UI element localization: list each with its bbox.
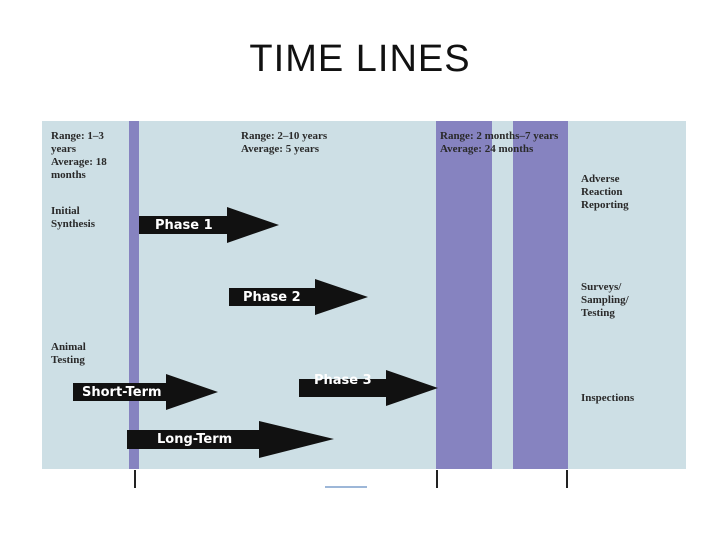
long-term-arrow: Long-Term: [127, 421, 334, 458]
short-term-arrow: Short-Term: [73, 374, 218, 410]
phase2-arrow: Phase 2: [229, 279, 368, 315]
arrow-shape: [73, 374, 218, 410]
slide-marker: [325, 486, 367, 488]
phase1-arrow: Phase 1: [139, 207, 279, 243]
arrow-shape: [127, 421, 334, 458]
timeline-tick: [566, 470, 568, 488]
inspections-label: Inspections: [581, 392, 635, 404]
slide-title: TIME LINES: [249, 38, 471, 80]
band-postmarket-1: [436, 121, 492, 469]
phase3-label: Phase 3: [314, 372, 372, 388]
timeline-panel: [42, 121, 686, 469]
arrow-shape: [299, 370, 438, 406]
col3-range-text: Range: 2 months–7 years Average: 24 mont…: [440, 130, 559, 155]
timeline-tick: [436, 470, 438, 488]
phase2-label: Phase 2: [243, 289, 301, 305]
surveys-label: Surveys/ Sampling/ Testing: [581, 281, 629, 319]
short-term-label: Short-Term: [82, 384, 162, 400]
band-phase-boundary: [129, 121, 139, 469]
long-term-label: Long-Term: [157, 432, 233, 447]
animal-testing-label: Animal Testing: [51, 341, 86, 366]
phase3-arrow: Phase 3: [299, 370, 438, 406]
arrow-shape: [229, 279, 368, 315]
timeline-tick: [134, 470, 136, 488]
band-postmarket-2: [513, 121, 568, 469]
phase1-label: Phase 1: [155, 217, 213, 233]
col1-range-text: Range: 1–3 years Average: 18 months: [51, 130, 107, 181]
col2-range-text: Range: 2–10 years Average: 5 years: [241, 130, 328, 155]
adverse-reaction-label: Adverse Reaction Reporting: [581, 173, 629, 211]
arrow-shape: [139, 207, 279, 243]
initial-synthesis-label: Initial Synthesis: [51, 205, 96, 230]
